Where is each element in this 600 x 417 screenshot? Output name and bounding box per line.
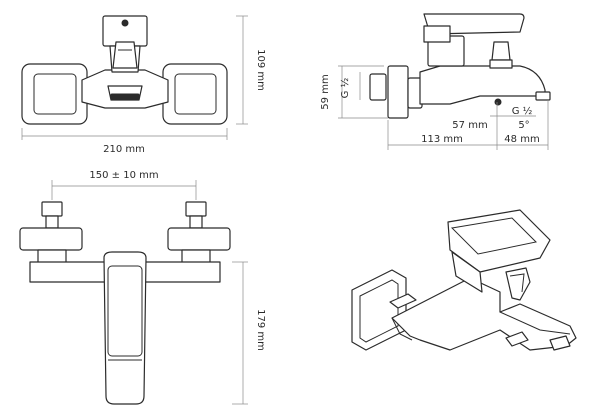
top-length-label: 179 mm — [255, 309, 266, 351]
side-angle-label: 5° — [518, 120, 529, 131]
front-height-label: 109 mm — [255, 49, 266, 91]
side-spout-end-label: 48 mm — [504, 134, 539, 145]
front-width-label: 210 mm — [103, 144, 145, 155]
side-view: 59 mm G ½ G ½ 57 mm 5° 113 mm 48 mm — [320, 13, 551, 150]
side-spout-reach-label: 57 mm — [452, 120, 487, 131]
isometric-view — [351, 209, 577, 351]
side-thread-right-label: G ½ — [512, 105, 533, 117]
side-thread-left-label: G ½ — [339, 77, 351, 98]
side-height-label: 59 mm — [320, 74, 331, 109]
top-spacing-label: 150 ± 10 mm — [89, 170, 158, 181]
side-length-label: 113 mm — [421, 134, 463, 145]
top-view: 150 ± 10 mm 179 mm — [19, 170, 266, 405]
front-view: 109 mm 210 mm — [21, 15, 266, 155]
